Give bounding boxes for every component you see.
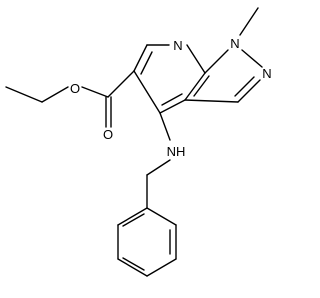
bond-n1-methyl [239, 7, 259, 36]
bond-ph-6-1 [117, 207, 148, 226]
bond-c4-nh [159, 112, 171, 141]
bond-c3a-c7a-double [193, 75, 210, 97]
bond-c7a-n1 [204, 49, 229, 74]
atom-n-methyl: N [230, 36, 239, 51]
bond-n2-c3 [237, 79, 261, 103]
bond-ph-inner-c [122, 213, 145, 227]
atom-o-ester-single: O [70, 81, 80, 96]
bond-n2-c3-double [234, 76, 255, 97]
bond-c5-carbonyl-carbon [107, 70, 135, 98]
bond-ph-4-5 [117, 258, 148, 277]
atom-n-pyrazole: N [262, 66, 271, 81]
atom-nh-amine: NH [167, 144, 186, 159]
bond-n1-n2 [241, 49, 263, 68]
bond-c5-c4 [133, 70, 161, 114]
bond-c3a-c7a [184, 72, 206, 101]
bond-c4-c3a [159, 99, 186, 114]
atom-labels: N N N O O NH [70, 36, 272, 159]
bond-carbonyl-c-o-single [81, 86, 109, 98]
bond-ph-3-4 [146, 258, 177, 277]
bond-c4-c3a-double [161, 93, 183, 106]
bond-o-ethyl-ch2 [41, 86, 69, 103]
atom-n-pyridine: N [173, 38, 182, 53]
bond-c3-c3a [184, 99, 239, 103]
bond-ph-inner-b [122, 257, 145, 271]
bond-lines [5, 7, 263, 277]
atom-o-carbonyl: O [103, 127, 113, 142]
bond-n7-c7a [186, 44, 206, 74]
chemical-structure: N N N O O NH [5, 7, 272, 277]
bond-nh-ch2 [146, 159, 171, 176]
bond-c6-c5 [133, 44, 148, 72]
bond-ethyl-ch2-ch3 [5, 86, 43, 103]
bond-ph-1-2 [146, 207, 177, 226]
bond-c6-c5-double [140, 51, 153, 75]
